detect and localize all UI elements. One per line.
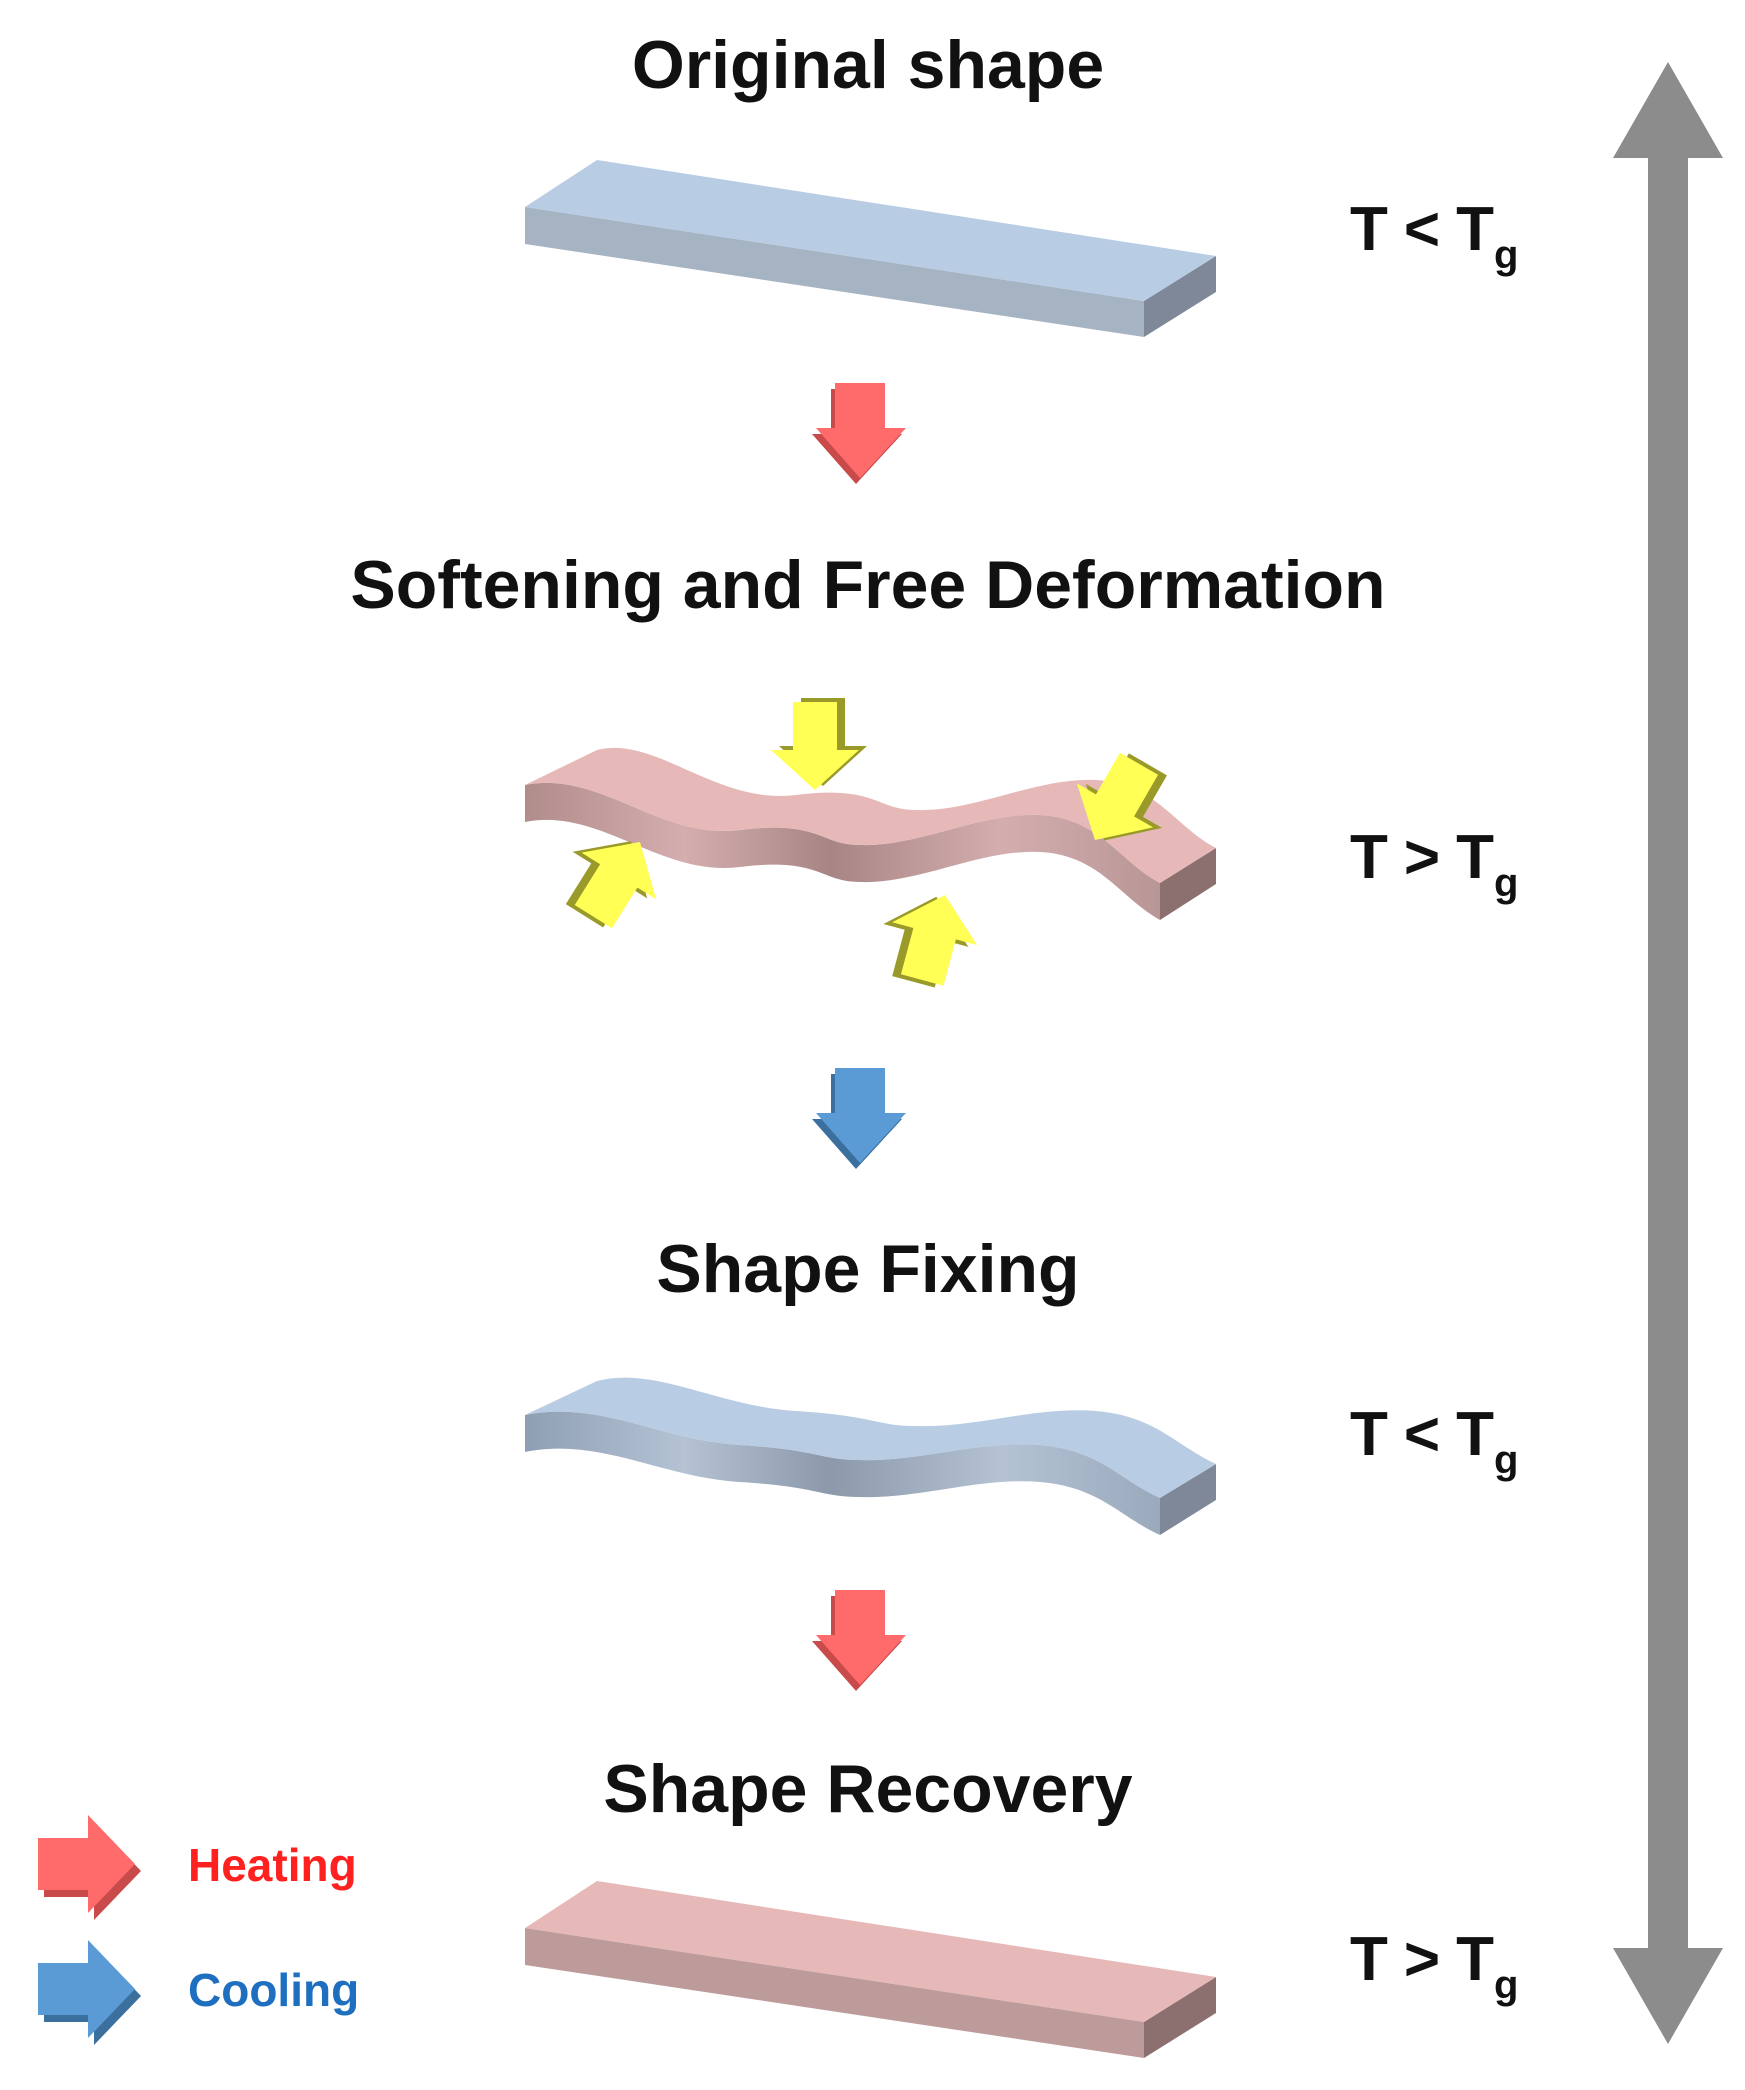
heating-arrow-icon bbox=[812, 383, 906, 484]
legend-heating-label: Heating bbox=[188, 1839, 357, 1891]
force-arrow-icon bbox=[883, 895, 978, 988]
original-bar bbox=[525, 160, 1216, 337]
stage-title-softening: Softening and Free Deformation bbox=[350, 547, 1385, 623]
legend-heating-arrow-icon bbox=[38, 1815, 141, 1920]
force-arrow-icon bbox=[771, 698, 867, 790]
fixed-bar-cold bbox=[525, 1377, 1216, 1535]
legend: Heating Cooling bbox=[38, 1815, 359, 2045]
temp-label-softening: T>Tg bbox=[1350, 823, 1518, 905]
temp-label-original: T<Tg bbox=[1350, 195, 1518, 277]
force-arrow-icon bbox=[1076, 752, 1167, 841]
deformed-bar-hot bbox=[525, 747, 1216, 920]
temp-label-recovery: T>Tg bbox=[1350, 1925, 1518, 2007]
recovered-bar bbox=[525, 1881, 1216, 2058]
stage-title-recovery: Shape Recovery bbox=[603, 1751, 1132, 1827]
temp-label-fixing: T<Tg bbox=[1350, 1400, 1518, 1482]
force-arrow-icon bbox=[565, 841, 657, 929]
heating-arrow-icon bbox=[812, 1590, 906, 1691]
legend-cooling-arrow-icon bbox=[38, 1940, 141, 2045]
stage-title-fixing: Shape Fixing bbox=[656, 1231, 1079, 1307]
cycle-double-arrow-icon bbox=[1613, 62, 1723, 2044]
stage-title-original: Original shape bbox=[632, 27, 1104, 103]
cooling-arrow-icon bbox=[812, 1068, 906, 1169]
legend-cooling-label: Cooling bbox=[188, 1964, 359, 2016]
